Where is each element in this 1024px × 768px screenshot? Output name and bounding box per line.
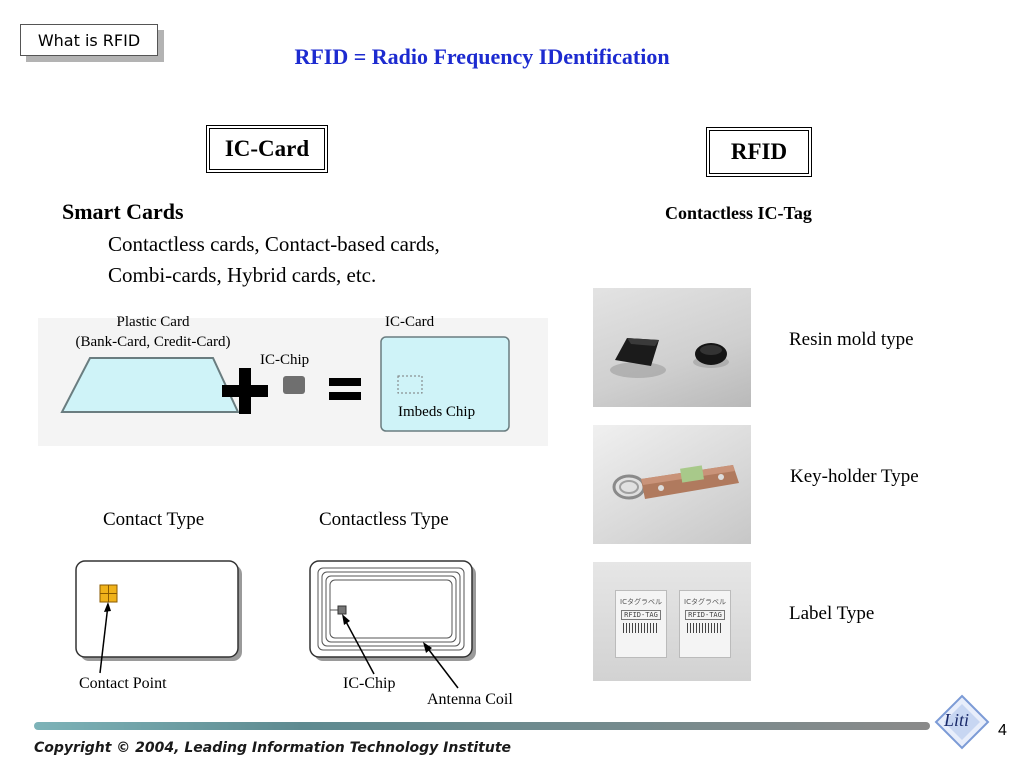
plastic-card-label: Plastic Card [116,314,190,330]
logo-text: Liti [944,710,970,730]
footer-bar [34,722,930,730]
label-tag-left: ICタグラベル RFID-TAG [615,590,667,658]
imbeds-chip-label: Imbeds Chip [398,404,476,420]
contact-point-arrow [99,604,109,674]
label-tag-photo: ICタグラベル RFID-TAG ICタグラベル RFID-TAG [593,562,751,681]
section-tag: What is RFID [20,24,158,56]
contactless-chip-icon [337,605,347,615]
ic-card-caption: IC-Card [385,314,435,330]
result-card-shape [380,336,510,432]
label-tag-right-text: RFID-TAG [685,610,725,620]
antenna-coil-loop-3 [325,575,457,643]
contactless-tag-heading: Contactless IC-Tag [665,203,812,223]
plus-sign-horizontal [222,385,268,397]
plastic-card-caption: Plastic Card (Bank-Card, Credit-Card) [58,312,248,352]
key-holder-label: Key-holder Type [790,466,919,487]
antenna-coil-label: Antenna Coil [427,691,513,708]
resin-mold-label: Resin mold type [789,329,914,350]
card-equation-diagram: Plastic Card (Bank-Card, Credit-Card) IC… [38,314,548,446]
contactless-card [309,560,473,658]
ic-chip-pointer-label: IC-Chip [343,675,396,692]
resin-mold-photo [593,288,751,407]
contactless-type-label: Contactless Type [319,509,449,530]
copyright-text: Copyright © 2004, Leading Information Te… [34,740,512,756]
ic-chip-label: IC-Chip [260,352,310,368]
liti-logo-icon [934,694,990,750]
antenna-coil-loop-4 [329,579,453,639]
label-tag-left-text: RFID-TAG [621,610,661,620]
plastic-card-sublabel: (Bank-Card, Credit-Card) [75,334,231,350]
contact-point-label: Contact Point [79,675,167,692]
barcode-icon [687,623,723,633]
key-holder-photo [593,425,751,544]
page-number: 4 [998,722,1007,739]
embedded-chip-outline [397,375,423,394]
equation-graphics [60,336,510,432]
label-tag-right: ICタグラベル RFID-TAG [679,590,731,658]
label-tag-left-title: ICタグラベル [620,598,662,606]
label-tag-right-title: ICタグラベル [684,598,726,606]
contact-type-label: Contact Type [103,509,205,530]
ic-chip-square [283,376,305,394]
contact-card [75,560,239,658]
equals-sign-bottom [329,392,361,400]
ic-chip-arrow [343,617,375,675]
antenna-coil-arrow [425,645,459,689]
card-types-diagram [75,560,476,689]
rfid-box: RFID [706,127,812,177]
antenna-coil-loop-1 [317,567,465,651]
equals-sign-top [329,378,361,386]
label-type-label: Label Type [789,603,875,624]
barcode-icon [623,623,659,633]
card-types-line-1: Contactless cards, Contact-based cards, [108,232,440,256]
antenna-coil-loop-2 [321,571,461,647]
plastic-card-shape [60,357,240,413]
smart-cards-heading: Smart Cards [62,199,184,224]
slide-title: RFID = Radio Frequency IDentification [294,44,670,69]
card-types-line-2: Combi-cards, Hybrid cards, etc. [108,263,377,287]
ic-card-box: IC-Card [206,125,328,173]
